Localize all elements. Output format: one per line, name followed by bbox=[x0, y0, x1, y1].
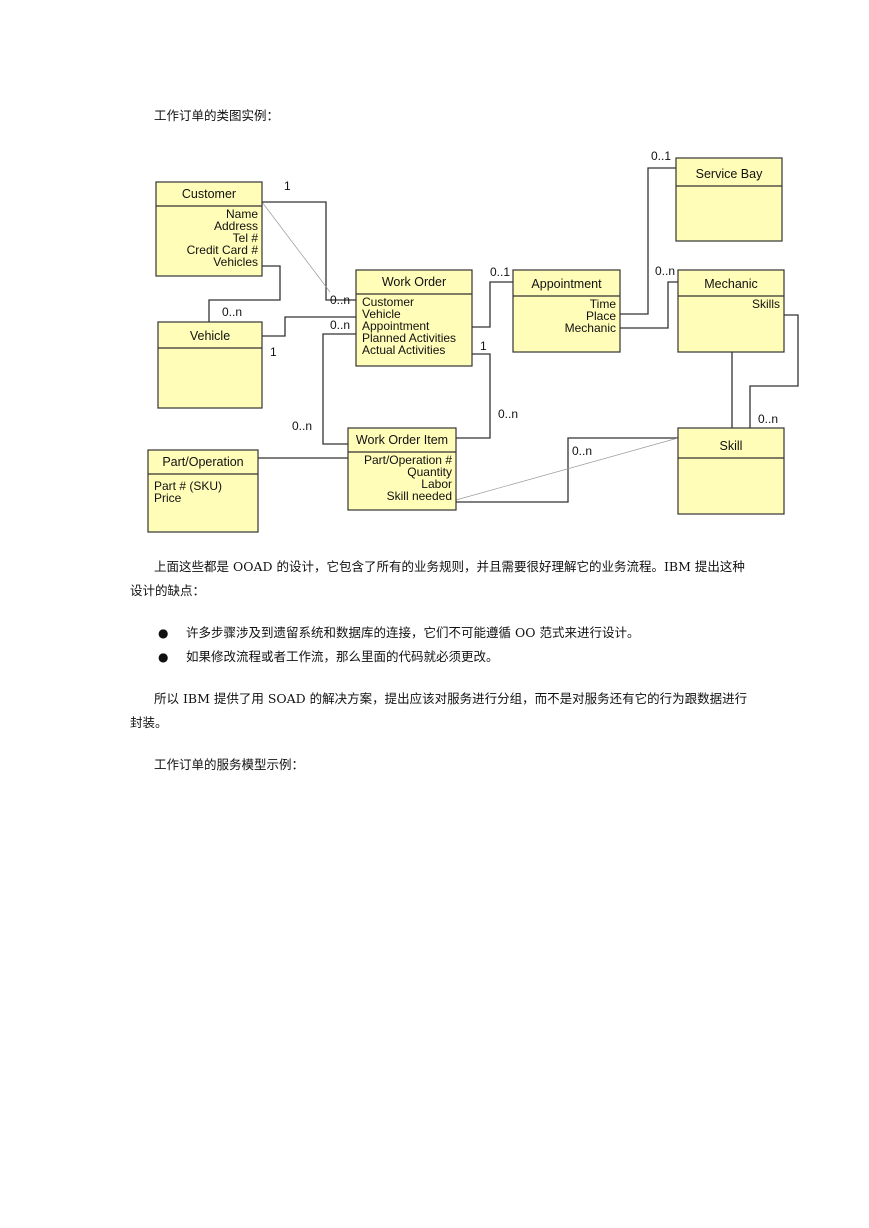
class-attribute: Planned Activities bbox=[362, 331, 456, 345]
multiplicity-label: 0..n bbox=[292, 419, 312, 433]
class-attribute: Skill needed bbox=[387, 489, 452, 503]
class-attribute: Place bbox=[586, 309, 616, 323]
class-attribute: Mechanic bbox=[565, 321, 616, 335]
class-attribute: Part # (SKU) bbox=[154, 479, 222, 493]
class-attribute: Address bbox=[214, 219, 258, 233]
class-box bbox=[355, 269, 473, 367]
class-name: Vehicle bbox=[190, 329, 230, 343]
paragraph-soad: 所以 IBM 提供了用 SOAD 的解决方案，提出应该对服务进行分组，而不是对服… bbox=[130, 691, 748, 730]
class-attribute: Credit Card # bbox=[187, 243, 259, 257]
multiplicity-label: 0..n bbox=[222, 305, 242, 319]
class-box bbox=[512, 269, 621, 353]
class-name: Part/Operation bbox=[162, 455, 243, 469]
list-item-text: 许多步骤涉及到遗留系统和数据库的连接，它们不可能遵循 OO 范式来进行设计。 bbox=[186, 625, 640, 640]
class-name: Skill bbox=[720, 439, 743, 453]
class-attribute: Appointment bbox=[362, 319, 430, 333]
drawback-list: ●许多步骤涉及到遗留系统和数据库的连接，它们不可能遵循 OO 范式来进行设计。 … bbox=[130, 621, 750, 669]
class-attribute: Price bbox=[154, 491, 182, 505]
class-name: Work Order bbox=[382, 275, 446, 289]
class-attribute: Tel # bbox=[233, 231, 259, 245]
class-box bbox=[347, 427, 457, 511]
list-item: ● 如果修改流程或者工作流，那么里面的代码就必须更改。 bbox=[130, 645, 750, 669]
class-name: Service Bay bbox=[696, 167, 763, 181]
class-name: Mechanic bbox=[704, 277, 758, 291]
class-attribute: Vehicle bbox=[362, 307, 401, 321]
class-attribute: Vehicles bbox=[213, 255, 258, 269]
paragraph-service-model: 工作订单的服务模型示例： bbox=[154, 757, 305, 772]
multiplicity-label: 1 bbox=[480, 339, 487, 353]
class-attribute: Part/Operation # bbox=[364, 453, 452, 467]
class-attribute: Labor bbox=[421, 477, 452, 491]
intro-text: 工作订单的类图实例： bbox=[154, 108, 280, 123]
list-item-text: 如果修改流程或者工作流，那么里面的代码就必须更改。 bbox=[186, 649, 499, 664]
class-service-bay: Service Bay bbox=[675, 157, 783, 242]
class-attribute: Customer bbox=[362, 295, 414, 309]
multiplicity-label: 0..n bbox=[330, 318, 350, 332]
multiplicity-label: 0..n bbox=[330, 293, 350, 307]
class-attribute: Skills bbox=[752, 297, 780, 311]
class-box bbox=[147, 449, 259, 533]
class-name: Appointment bbox=[531, 277, 602, 291]
class-name: Work Order Item bbox=[356, 433, 448, 447]
multiplicity-label: 0..n bbox=[572, 444, 592, 458]
class-box bbox=[675, 157, 783, 242]
multiplicity-label: 0..1 bbox=[490, 265, 510, 279]
class-box bbox=[155, 181, 263, 277]
class-box bbox=[157, 321, 263, 409]
list-item: ● 许多步骤涉及到遗留系统和数据库的连接，它们不可能遵循 OO 范式来进行设计。 bbox=[130, 621, 750, 645]
class-box bbox=[677, 269, 785, 353]
multiplicity-label: 0..1 bbox=[651, 149, 671, 163]
bullet-icon: ● bbox=[158, 650, 169, 664]
class-skill: Skill bbox=[677, 427, 785, 515]
multiplicity-label: 1 bbox=[284, 179, 291, 193]
class-attribute: Name bbox=[226, 207, 258, 221]
class-name: Customer bbox=[182, 187, 236, 201]
paragraph-ooad: 上面这些都是 OOAD 的设计，它包含了所有的业务规则，并且需要很好理解它的业务… bbox=[130, 559, 745, 598]
multiplicity-label: 0..n bbox=[498, 407, 518, 421]
class-attribute: Time bbox=[590, 297, 617, 311]
multiplicity-label: 0..n bbox=[758, 412, 778, 426]
class-attribute: Quantity bbox=[407, 465, 452, 479]
multiplicity-label: 0..n bbox=[655, 264, 675, 278]
class-attribute: Actual Activities bbox=[362, 343, 445, 357]
class-box bbox=[677, 427, 785, 515]
class-vehicle: Vehicle bbox=[157, 321, 263, 409]
bullet-icon: ● bbox=[158, 626, 169, 640]
class-work-order: Work OrderCustomerVehicleAppointmentPlan… bbox=[355, 269, 473, 367]
multiplicity-label: 1 bbox=[270, 345, 277, 359]
